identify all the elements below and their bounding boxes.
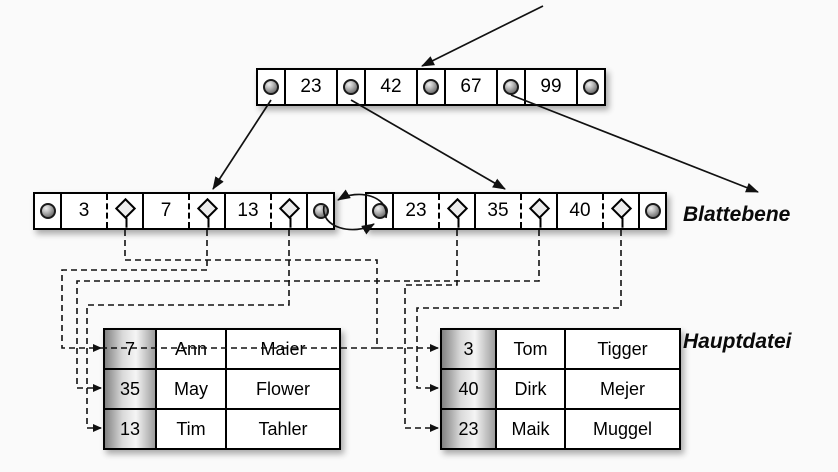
arrow-root-to-right-leaf bbox=[350, 99, 506, 190]
leaf-level-label: Blattebene bbox=[683, 203, 791, 226]
sibling-pointer-cell bbox=[367, 194, 392, 228]
record-lastname: Flower bbox=[225, 368, 341, 410]
record-firstname: Tom bbox=[495, 328, 566, 370]
child-pointer-cell bbox=[496, 70, 524, 104]
arrow-root-to-left-leaf bbox=[212, 99, 272, 190]
record-lastname: Tigger bbox=[564, 328, 681, 370]
root-key-cell: 23 bbox=[284, 70, 336, 104]
leaf-key-cell: 13 bbox=[224, 194, 270, 228]
table-row: 40 Dirk Mejer bbox=[440, 368, 681, 410]
record-key: 3 bbox=[440, 328, 497, 370]
table-row: 3 Tom Tigger bbox=[440, 328, 681, 370]
main-file-table-left: 7 Ann Maier 35 May Flower 13 Tim Tahler bbox=[103, 328, 341, 450]
sibling-pointer-cell bbox=[638, 194, 665, 228]
root-key-cell: 67 bbox=[444, 70, 496, 104]
pointer-icon bbox=[423, 79, 439, 95]
record-lastname: Mejer bbox=[564, 368, 681, 410]
child-pointer-cell bbox=[258, 70, 284, 104]
leaf-node-right: 23 35 40 bbox=[365, 192, 667, 230]
pointer-icon bbox=[583, 79, 599, 95]
arrow-into-root bbox=[421, 5, 544, 67]
main-file-label: Hauptdatei bbox=[683, 330, 792, 353]
record-firstname: Dirk bbox=[495, 368, 566, 410]
main-file-table-right: 3 Tom Tigger 40 Dirk Mejer 23 Maik Mugge… bbox=[440, 328, 681, 450]
sibling-pointer-cell bbox=[35, 194, 60, 228]
leaf-node-left: 3 7 13 bbox=[33, 192, 335, 230]
record-pointer-cell bbox=[602, 194, 638, 228]
pointer-icon bbox=[39, 203, 56, 219]
record-pointer-cell bbox=[438, 194, 474, 228]
child-pointer-cell bbox=[576, 70, 604, 104]
child-pointer-cell bbox=[416, 70, 444, 104]
leaf-key-cell: 23 bbox=[392, 194, 438, 228]
record-pointer-icon bbox=[610, 197, 632, 219]
pointer-icon bbox=[371, 203, 388, 219]
leaf-key-cell: 40 bbox=[556, 194, 602, 228]
root-node: 23 42 67 99 bbox=[256, 68, 606, 106]
leaf-key-cell: 3 bbox=[60, 194, 106, 228]
child-pointer-cell bbox=[336, 70, 364, 104]
pointer-icon bbox=[312, 203, 329, 219]
sibling-pointer-cell bbox=[306, 194, 333, 228]
table-row: 35 May Flower bbox=[103, 368, 341, 410]
record-pointer-icon bbox=[278, 197, 300, 219]
record-lastname: Muggel bbox=[564, 408, 681, 450]
record-pointer-cell bbox=[188, 194, 224, 228]
record-firstname: Maik bbox=[495, 408, 566, 450]
pointer-icon bbox=[263, 79, 279, 95]
leaf-key-cell: 7 bbox=[142, 194, 188, 228]
record-pointer-icon bbox=[114, 197, 136, 219]
record-pointer-cell bbox=[270, 194, 306, 228]
arrow-root-to-offscreen-leaf bbox=[510, 94, 759, 193]
root-key-cell: 42 bbox=[364, 70, 416, 104]
record-lastname: Tahler bbox=[225, 408, 341, 450]
record-firstname: Tim bbox=[155, 408, 227, 450]
record-lastname: Maier bbox=[225, 328, 341, 370]
record-firstname: May bbox=[155, 368, 227, 410]
pointer-icon bbox=[343, 79, 359, 95]
leaf-key-cell: 35 bbox=[474, 194, 520, 228]
root-key-cell: 99 bbox=[524, 70, 576, 104]
record-key: 7 bbox=[103, 328, 157, 370]
pointer-icon bbox=[503, 79, 519, 95]
record-pointer-cell bbox=[520, 194, 556, 228]
record-pointer-icon bbox=[446, 197, 468, 219]
table-row: 13 Tim Tahler bbox=[103, 408, 341, 450]
record-key: 40 bbox=[440, 368, 497, 410]
pointer-icon bbox=[644, 203, 661, 219]
table-row: 23 Maik Muggel bbox=[440, 408, 681, 450]
record-firstname: Ann bbox=[155, 328, 227, 370]
table-row: 7 Ann Maier bbox=[103, 328, 341, 370]
record-pointer-icon bbox=[528, 197, 550, 219]
record-pointer-cell bbox=[106, 194, 142, 228]
record-pointer-icon bbox=[196, 197, 218, 219]
record-key: 23 bbox=[440, 408, 497, 450]
record-key: 13 bbox=[103, 408, 157, 450]
record-key: 35 bbox=[103, 368, 157, 410]
